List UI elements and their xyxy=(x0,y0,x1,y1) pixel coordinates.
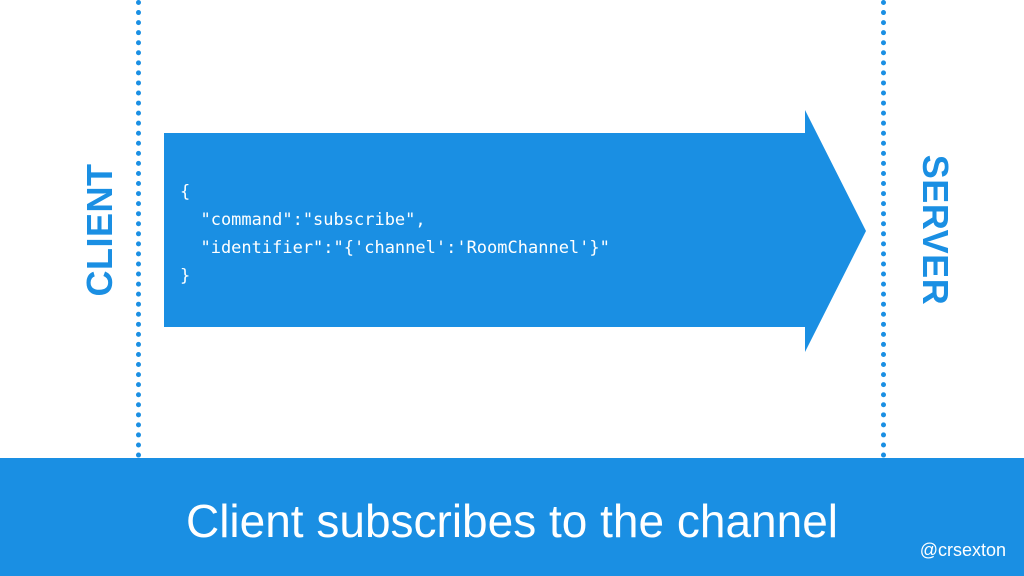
code-line: } xyxy=(180,266,191,286)
author-handle: @crsexton xyxy=(919,540,1006,560)
caption-title: Client subscribes to the channel xyxy=(185,495,839,547)
code-line: "command":"subscribe", xyxy=(180,210,426,230)
code-line: { xyxy=(180,182,191,202)
client-boundary-line xyxy=(136,0,141,458)
caption-banner xyxy=(0,458,1024,576)
message-arrow-shape xyxy=(164,110,866,352)
subscribe-message-code: { "command":"subscribe", "identifier":"{… xyxy=(180,178,610,290)
server-boundary-line xyxy=(881,0,886,458)
code-line: "identifier":"{'channel':'RoomChannel'}" xyxy=(180,238,610,258)
